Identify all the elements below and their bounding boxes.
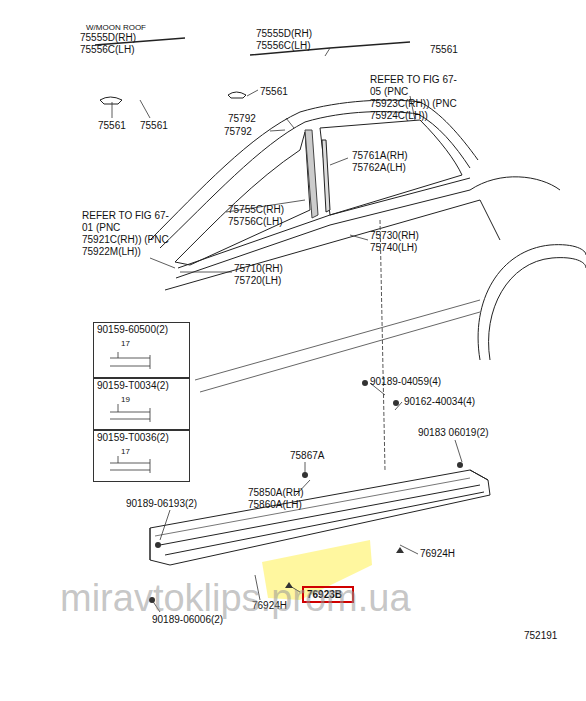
dimension: 17 <box>121 446 186 458</box>
callout-number: REFER TO FIG 67-05 (PNC 75923C(RH)) (PNC… <box>370 74 465 122</box>
callout-number: 75730(RH) <box>370 230 419 242</box>
callout-number: 75710(RH) <box>234 263 283 275</box>
callout-number: 75850A(RH) <box>248 487 304 499</box>
callout-number: 75792 <box>224 126 252 138</box>
watermark: miravtoklips.prom.ua <box>60 578 411 618</box>
callout-number: 75561 <box>260 86 288 98</box>
part-number: 90159-T0036(2) <box>97 432 186 444</box>
callout-number: 75555D(RH) <box>80 32 136 44</box>
callout-number: 75755C(RH) <box>228 204 284 216</box>
callout-number: 75740(LH) <box>370 242 417 254</box>
callout-number: 75561 <box>98 120 126 132</box>
callout-number: REFER TO FIG 67-01 (PNC 75921C(RH)) (PNC… <box>82 210 177 258</box>
callout-number: 90183 06019(2) <box>418 427 489 439</box>
dimension: 19 <box>121 394 186 406</box>
callout-number: 90162-40034(4) <box>404 396 475 408</box>
callout-number: 75556C(LH) <box>80 44 134 56</box>
part-number: 90159-60500(2) <box>97 324 186 336</box>
callout-number: 75867A <box>290 450 324 462</box>
fastener-box: 90159-T0036(2) 17 <box>93 430 190 482</box>
callout-number: 75720(LH) <box>234 275 281 287</box>
callout-number: 75561 <box>140 120 168 132</box>
callout-number: 752191 <box>524 630 557 642</box>
callout-number: 75792 <box>228 113 256 125</box>
fastener-box: 90159-60500(2) 17 <box>93 322 190 378</box>
part-number: 90159-T0034(2) <box>97 380 186 392</box>
callout-number: 75860A(LH) <box>248 499 302 511</box>
callout-number: 75561 <box>430 44 458 56</box>
callout-number: 90189-04059(4) <box>370 376 441 388</box>
callout-number: 90189-06193(2) <box>126 498 197 510</box>
callout-number: 75756C(LH) <box>228 216 282 228</box>
fastener-box: 90159-T0034(2) 19 <box>93 378 190 430</box>
dimension: 17 <box>121 338 186 350</box>
callout-number: 75555D(RH) <box>256 28 312 40</box>
callout-number: 76924H <box>420 548 455 560</box>
callout-number: 75556C(LH) <box>256 40 310 52</box>
callout-number: 75762A(LH) <box>352 162 406 174</box>
callout-number: 75761A(RH) <box>352 150 408 162</box>
